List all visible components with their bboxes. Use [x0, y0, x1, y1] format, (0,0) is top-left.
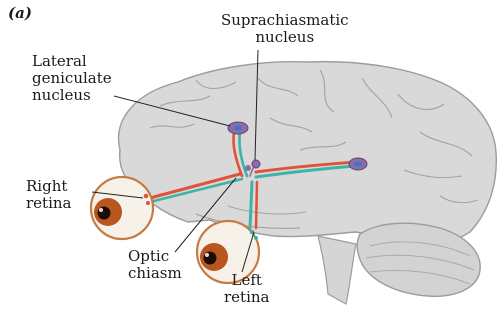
label-line: geniculate	[32, 70, 112, 87]
label-suprachiasmatic-nucleus: Suprachiasmatic nucleus	[221, 12, 349, 46]
right-eye	[91, 177, 153, 239]
label-left-retina: Left retina	[224, 272, 269, 306]
label-line: Optic	[128, 248, 182, 265]
label-line: Lateral	[32, 53, 112, 70]
label-line: retina	[26, 195, 71, 212]
label-line: Right	[26, 178, 71, 195]
label-line: chiasm	[128, 265, 182, 282]
label-line: Left	[224, 272, 269, 289]
left-optic-nerve	[250, 182, 252, 228]
label-line: Suprachiasmatic	[221, 12, 349, 29]
label-optic-chiasm: Optic chiasm	[128, 248, 182, 282]
panel-label: (a)	[8, 4, 32, 22]
brainstem	[318, 236, 356, 304]
label-line: nucleus	[221, 29, 349, 46]
label-line: retina	[224, 289, 269, 306]
cerebrum	[119, 62, 497, 248]
label-lateral-geniculate-nucleus: Lateral geniculate nucleus	[32, 53, 112, 104]
label-right-retina: Right retina	[26, 178, 71, 212]
label-line: nucleus	[32, 87, 112, 104]
suprachiasmatic-nucleus	[252, 160, 260, 168]
